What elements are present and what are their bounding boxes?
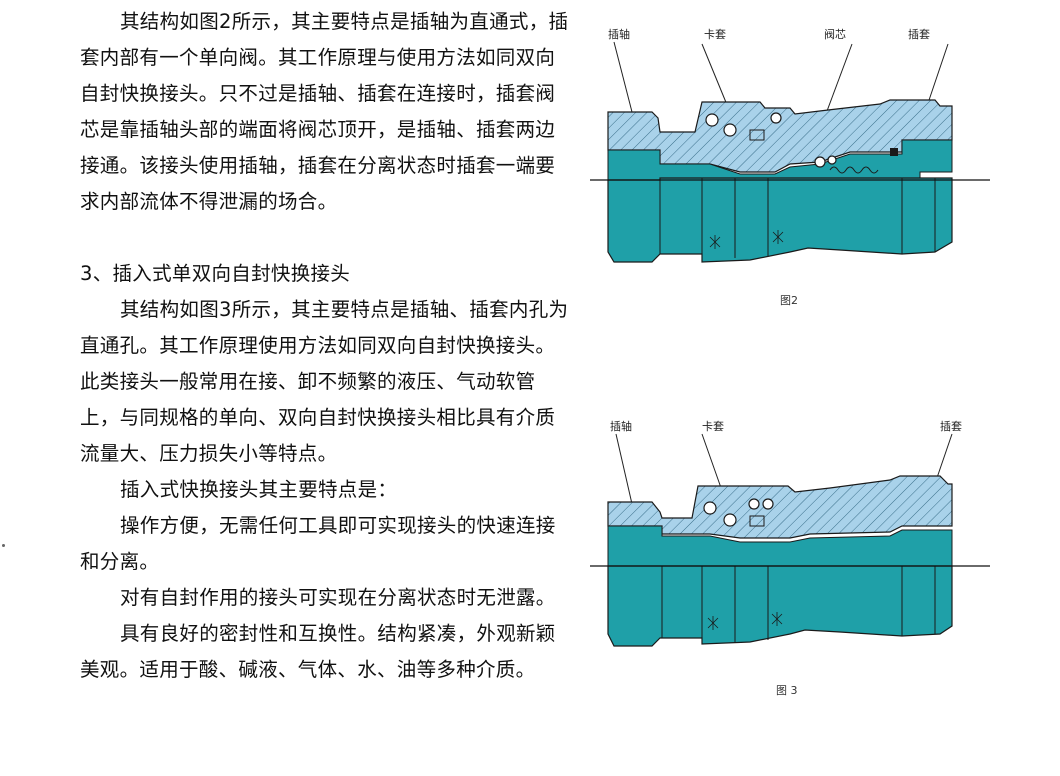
fig3-ball-seals — [703, 498, 774, 527]
paragraph-feature-no-leak: 对有自封作用的接头可实现在分离状态时无泄露。 — [120, 586, 556, 609]
figure-3-drawing: 插轴 卡套 插套 — [590, 420, 990, 647]
figure-3-caption: 图 3 — [776, 684, 798, 697]
fig2-lower-body — [607, 177, 953, 263]
paragraph-figure3-description: 其结构如图3所示，其主要特点是插轴、插套内孔为直通孔。其工作原理使用方法如同双向… — [80, 298, 569, 465]
paragraph-feature-sealing: 具有良好的密封性和互换性。结构紧凑，外观新颖美观。适用于酸、碱液、气体、水、油等… — [80, 622, 556, 681]
fig3-lower-body — [607, 565, 953, 647]
label-valve-core: 阀芯 — [824, 27, 846, 41]
figure-2-caption: 图2 — [780, 294, 798, 307]
figure-2-drawing: 插轴 卡套 阀芯 插套 — [590, 27, 990, 263]
paragraph-features-intro: 插入式快换接头其主要特点是： — [120, 478, 398, 501]
fig2-ball-seals — [705, 112, 837, 168]
margin-mark — [2, 544, 5, 547]
label-socket: 插套 — [908, 27, 930, 41]
fig2-upper-body — [607, 99, 953, 173]
figure-3: 插轴 卡套 插套 — [590, 420, 990, 660]
label-sleeve: 卡套 — [702, 420, 724, 433]
section-heading-3: 3、插入式单双向自封快换接头 — [80, 262, 351, 285]
fig2-knurl-marks — [709, 230, 784, 249]
figure-2: 插轴 卡套 阀芯 插套 — [590, 22, 990, 282]
label-plug-shaft: 插轴 — [610, 420, 632, 433]
paragraph-feature-operation: 操作方便，无需任何工具即可实现接头的快速连接和分离。 — [80, 514, 556, 573]
paragraph-figure2-description: 其结构如图2所示，其主要特点是插轴为直通式，插套内部有一个单向阀。其工作原理与使… — [80, 10, 569, 213]
fig3-upper-body — [607, 475, 953, 539]
label-sleeve: 卡套 — [704, 28, 726, 41]
label-socket: 插套 — [940, 420, 962, 433]
fig2-spring — [829, 166, 879, 174]
label-plug-shaft: 插轴 — [608, 27, 630, 41]
fig3-knurl-marks — [707, 612, 783, 630]
article-text: 其结构如图2所示，其主要特点是插轴为直通式，插套内部有一个单向阀。其工作原理与使… — [80, 4, 570, 688]
